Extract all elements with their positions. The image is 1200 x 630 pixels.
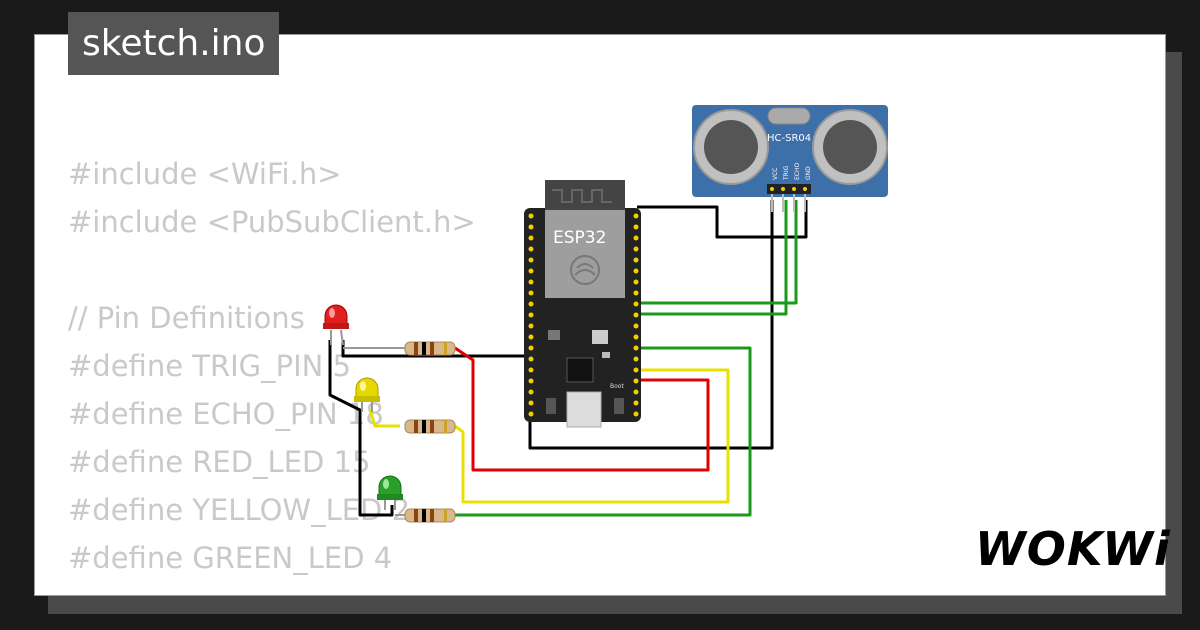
- code-line: #define TRIG_PIN 5: [68, 349, 352, 383]
- wire-green-led: [455, 346, 752, 517]
- sensor-pin-label: TRIG: [783, 165, 790, 181]
- resistor-yellow: [404, 419, 456, 434]
- resistor-green: [404, 508, 456, 523]
- boot-label: Boot: [610, 383, 624, 390]
- code-preview: #include <WiFi.h> #include <PubSubClient…: [68, 150, 476, 582]
- sensor-label: HC-SR04: [767, 133, 811, 144]
- code-line: #define GREEN_LED 4: [68, 541, 393, 575]
- code-line: // Pin Definitions: [68, 301, 305, 335]
- wire-red-led: [454, 346, 710, 472]
- code-line: #define ECHO_PIN 18: [68, 397, 384, 431]
- esp32-board: ESP32 Boot: [524, 180, 641, 428]
- sensor-pin-label: VCC: [772, 168, 779, 180]
- yellow-led: [354, 377, 380, 412]
- wokwi-logo: WOKWi: [975, 522, 1171, 576]
- usb-port: [566, 391, 602, 428]
- resistor-red: [404, 341, 456, 356]
- code-line: #include <WiFi.h>: [68, 157, 342, 191]
- code-line: #include <PubSubClient.h>: [68, 205, 476, 239]
- code-line: #define RED_LED 15: [68, 445, 371, 479]
- sensor-pin-label: GND: [805, 166, 812, 180]
- hc-sr04-sensor: HC-SR04 VCC TRIG ECHO GND: [692, 105, 888, 212]
- esp32-label: ESP32: [553, 228, 606, 248]
- green-led: [377, 475, 403, 510]
- wire-black-sensor-gnd: [637, 200, 808, 239]
- sensor-pin-label: ECHO: [794, 163, 801, 180]
- wire-yellow-anode: [368, 409, 400, 428]
- sketch-title: sketch.ino: [68, 12, 280, 75]
- wire-yellow-led: [454, 368, 730, 504]
- wire-green-echo: [637, 200, 788, 316]
- red-led: [323, 304, 349, 346]
- wire-black-vcc: [528, 200, 774, 450]
- code-line: #define YELLOW_LED 2: [68, 493, 411, 527]
- wire-green-trig: [637, 200, 798, 305]
- wire-black-led-gnd: [328, 340, 394, 517]
